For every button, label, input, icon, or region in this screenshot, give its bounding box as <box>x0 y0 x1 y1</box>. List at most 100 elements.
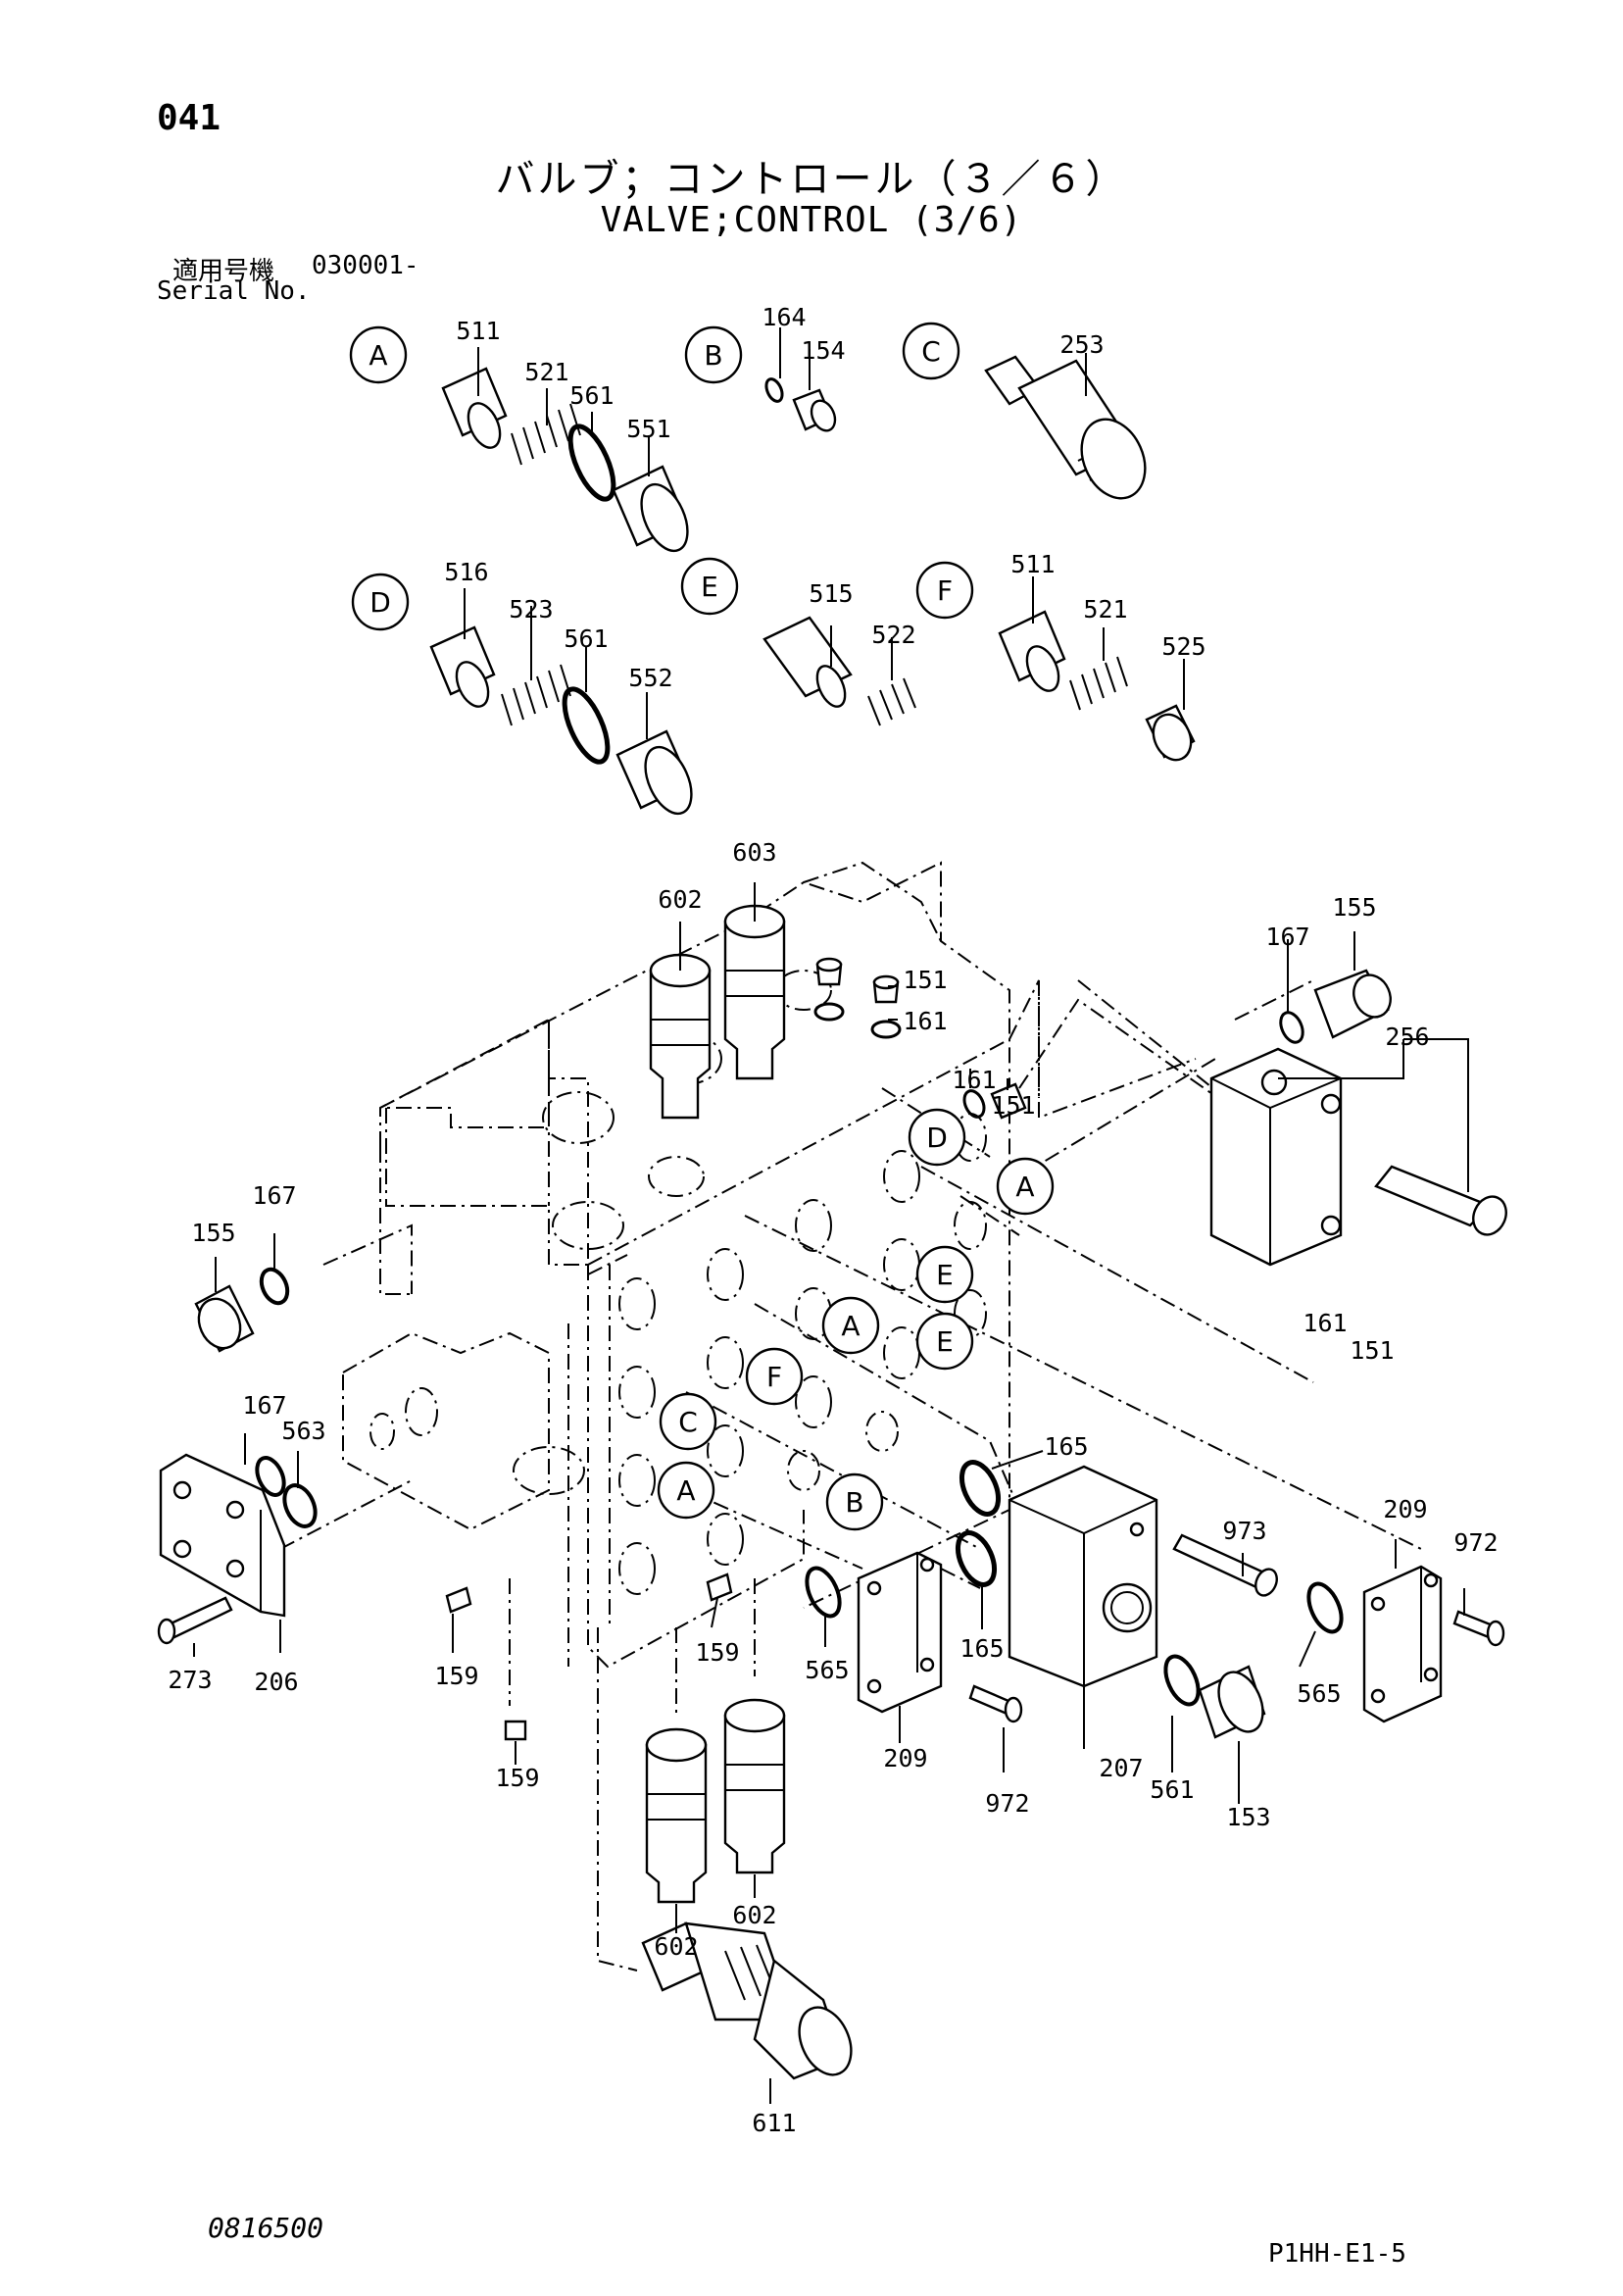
plug-552-face <box>644 745 693 816</box>
housing-left-pocket <box>385 1077 589 1266</box>
serial-value: 030001- <box>312 251 419 280</box>
part-label-151-right: 151 <box>1350 1336 1394 1365</box>
part-label-164: 164 <box>762 303 806 331</box>
assembly-leaders <box>279 979 1422 1972</box>
detail-group-f <box>998 610 1196 762</box>
stopper-525-face <box>1152 713 1193 762</box>
part-label-565-right: 565 <box>1297 1679 1341 1708</box>
callout-b-2-label: B <box>845 1486 863 1519</box>
callout-a-4: A <box>657 1461 715 1520</box>
block-207 <box>955 1460 1278 1739</box>
part-label-155-right: 155 <box>1332 893 1376 922</box>
callout-d-1-label: D <box>369 586 391 619</box>
part-label-155-left: 155 <box>191 1219 235 1247</box>
part-label-521-a: 521 <box>524 358 568 386</box>
spring-521-f <box>1069 656 1128 711</box>
page-title-jp: バルブ；コントロール（３／６） <box>495 157 1128 202</box>
poppet-515-face <box>815 665 847 708</box>
part-label-523: 523 <box>509 595 553 624</box>
part-label-159-left: 159 <box>434 1662 478 1690</box>
callout-a-4-label: A <box>676 1474 695 1507</box>
part-label-154: 154 <box>801 336 845 365</box>
callout-e-2: E <box>915 1245 974 1304</box>
plates-209 <box>805 1551 1505 1723</box>
part-label-151-top: 151 <box>903 966 947 994</box>
part-label-561-a: 561 <box>569 381 614 410</box>
part-label-972-right: 972 <box>1453 1528 1498 1557</box>
part-label-153: 153 <box>1226 1803 1270 1831</box>
part-label-565-left: 565 <box>805 1656 849 1684</box>
relief-valve-253-face <box>1080 418 1147 500</box>
housing-front-inner <box>587 1254 628 1627</box>
callout-b-1-label: B <box>704 339 722 372</box>
callout-a-2: A <box>996 1157 1055 1216</box>
plug-159-bottom <box>504 1720 527 1741</box>
callout-d-1: D <box>351 573 410 631</box>
part-label-972-left: 972 <box>985 1789 1029 1818</box>
part-label-602-top: 602 <box>658 885 702 914</box>
part-label-973: 973 <box>1222 1517 1266 1545</box>
part-label-525: 525 <box>1161 632 1205 661</box>
valve-611 <box>641 1922 853 2080</box>
callout-a-2-label: A <box>1015 1171 1034 1203</box>
part-label-167-left: 167 <box>252 1181 296 1210</box>
poppet-511-face <box>467 402 502 449</box>
block-256 <box>1209 1047 1507 1267</box>
sheet-reference: P1HH-E1-5 <box>1268 2239 1406 2269</box>
callout-f-2-label: F <box>766 1361 782 1393</box>
plate-206 <box>157 1453 318 1645</box>
plug-551-face <box>640 482 689 553</box>
part-labels: 511 521 561 551 164 154 253 516 523 561 … <box>168 303 1498 2137</box>
part-label-159-center: 159 <box>695 1638 739 1667</box>
detail-group-a <box>441 367 689 553</box>
part-label-602-left: 602 <box>654 1932 698 1961</box>
page-number: 041 <box>157 98 221 138</box>
callout-e-3-label: E <box>936 1325 954 1358</box>
callout-a-3: A <box>821 1296 880 1355</box>
part-label-256: 256 <box>1385 1023 1429 1051</box>
part-label-516: 516 <box>444 558 488 586</box>
part-label-522: 522 <box>871 621 915 649</box>
part-label-551: 551 <box>626 415 670 443</box>
housing-top-edge <box>379 861 1010 1109</box>
part-label-206: 206 <box>254 1668 298 1696</box>
detail-group-d <box>429 625 693 816</box>
plug-155-right <box>1279 969 1392 1044</box>
part-label-167-plate: 167 <box>242 1391 286 1420</box>
plug-159-center <box>706 1572 733 1602</box>
part-label-209-left: 209 <box>883 1744 927 1772</box>
part-label-603: 603 <box>732 838 776 867</box>
callout-e-3: E <box>915 1312 974 1371</box>
part-label-611: 611 <box>752 2109 796 2137</box>
part-label-561-bottom: 561 <box>1150 1775 1194 1804</box>
o-ring-164 <box>764 377 784 403</box>
callout-d-2-label: D <box>926 1122 948 1154</box>
callout-f-1: F <box>915 561 974 620</box>
valve-left-section <box>342 1331 733 1741</box>
valve-602-upper <box>649 953 712 1120</box>
o-ring-561 <box>567 424 616 502</box>
serial-label-jp: 適用号機 <box>172 257 275 286</box>
part-label-521-f: 521 <box>1083 595 1127 624</box>
part-label-563: 563 <box>281 1417 325 1445</box>
part-label-207: 207 <box>1099 1754 1143 1782</box>
callouts: A B C D E F D A E A E F C A B <box>349 322 1055 1531</box>
callout-a-3-label: A <box>841 1310 860 1342</box>
part-label-273: 273 <box>168 1666 212 1694</box>
poppet-516-face <box>455 661 490 708</box>
part-leaders <box>193 327 1469 2104</box>
callout-f-2: F <box>745 1347 804 1406</box>
part-label-602-right: 602 <box>732 1901 776 1929</box>
part-label-165-bottom: 165 <box>959 1634 1004 1663</box>
detail-group-e <box>762 616 916 726</box>
housing-left-upper <box>379 1018 550 1147</box>
page-title-en: VALVE;CONTROL (3/6) <box>600 200 1023 240</box>
callout-f-1-label: F <box>937 574 953 607</box>
document-number: 0816500 <box>208 2212 324 2244</box>
plug-155-left <box>194 1267 290 1353</box>
plug-154-face <box>810 399 837 432</box>
spring-522 <box>867 677 916 726</box>
o-ring-561-lower <box>562 686 611 765</box>
callout-c-2-label: C <box>678 1406 698 1438</box>
